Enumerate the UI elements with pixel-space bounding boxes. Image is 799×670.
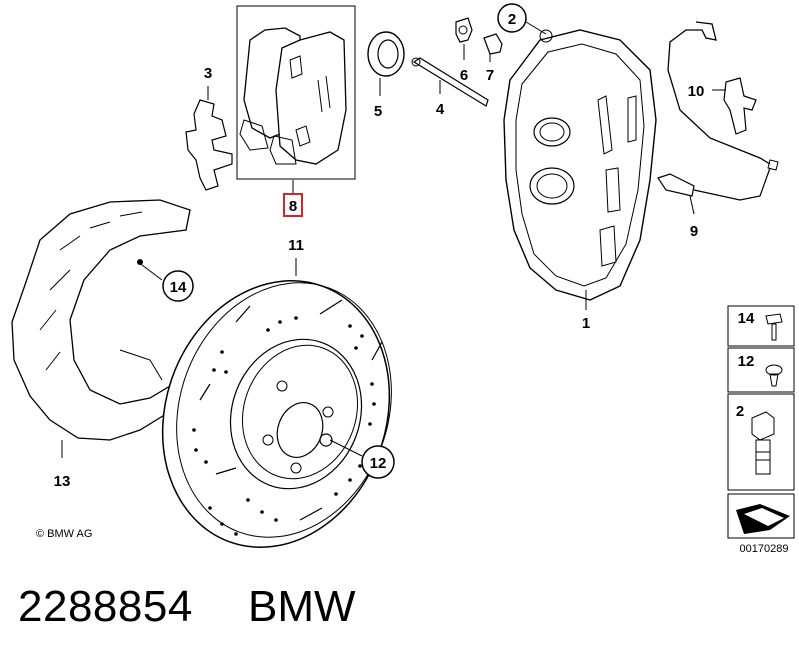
callout-6: 6 [460,67,468,84]
callout-12-circle [361,445,395,479]
callout-3: 3 [204,65,212,82]
brake-disc-drill-holes [192,316,376,536]
brake-caliper-illustration [503,29,657,310]
guide-pin-illustration [411,57,489,107]
callout-7: 7 [486,67,494,84]
brake-dust-shield-illustration [11,199,191,458]
direction-arrow-icon [736,504,790,534]
brake-pad-set-illustration [236,5,356,180]
callout-10: 10 [688,83,705,100]
callout-8-highlight-box [283,193,303,217]
callout-14-circle [162,270,194,302]
part-number: 2288854 [18,582,193,631]
fastener-legend: 14 12 2 [727,305,795,539]
bleeder-screw-illustration [455,17,473,60]
callout-9: 9 [690,223,698,240]
legend-12-label: 12 [738,353,755,370]
callout-4: 4 [436,101,445,118]
callout-14: 14 [170,279,187,296]
legend-12-screw-icon [765,364,783,387]
callout-8: 8 [289,198,297,215]
legend-14-bolt-icon [765,313,783,341]
seal-ring-illustration [367,31,405,96]
legend-2-bolt-icon [751,411,775,475]
wear-sensor-illustration [657,21,779,215]
bleeder-cap-illustration [483,33,503,62]
callout-2: 2 [508,11,516,28]
callout-13: 13 [54,473,71,490]
legend-14-label: 14 [738,310,755,327]
sensor-bracket-illustration [712,77,757,135]
diagram-code: 00170289 [740,543,789,555]
callout-5: 5 [374,103,382,120]
callout-1: 1 [582,315,590,332]
legend-2-label: 2 [736,403,744,420]
callout-11: 11 [288,237,304,254]
anti-rattle-spring-illustration [185,86,233,191]
copyright-text: © BMW AG [36,528,92,540]
callout-2-circle [497,3,527,33]
callout-12: 12 [370,455,387,472]
brand-name: BMW [248,582,356,631]
